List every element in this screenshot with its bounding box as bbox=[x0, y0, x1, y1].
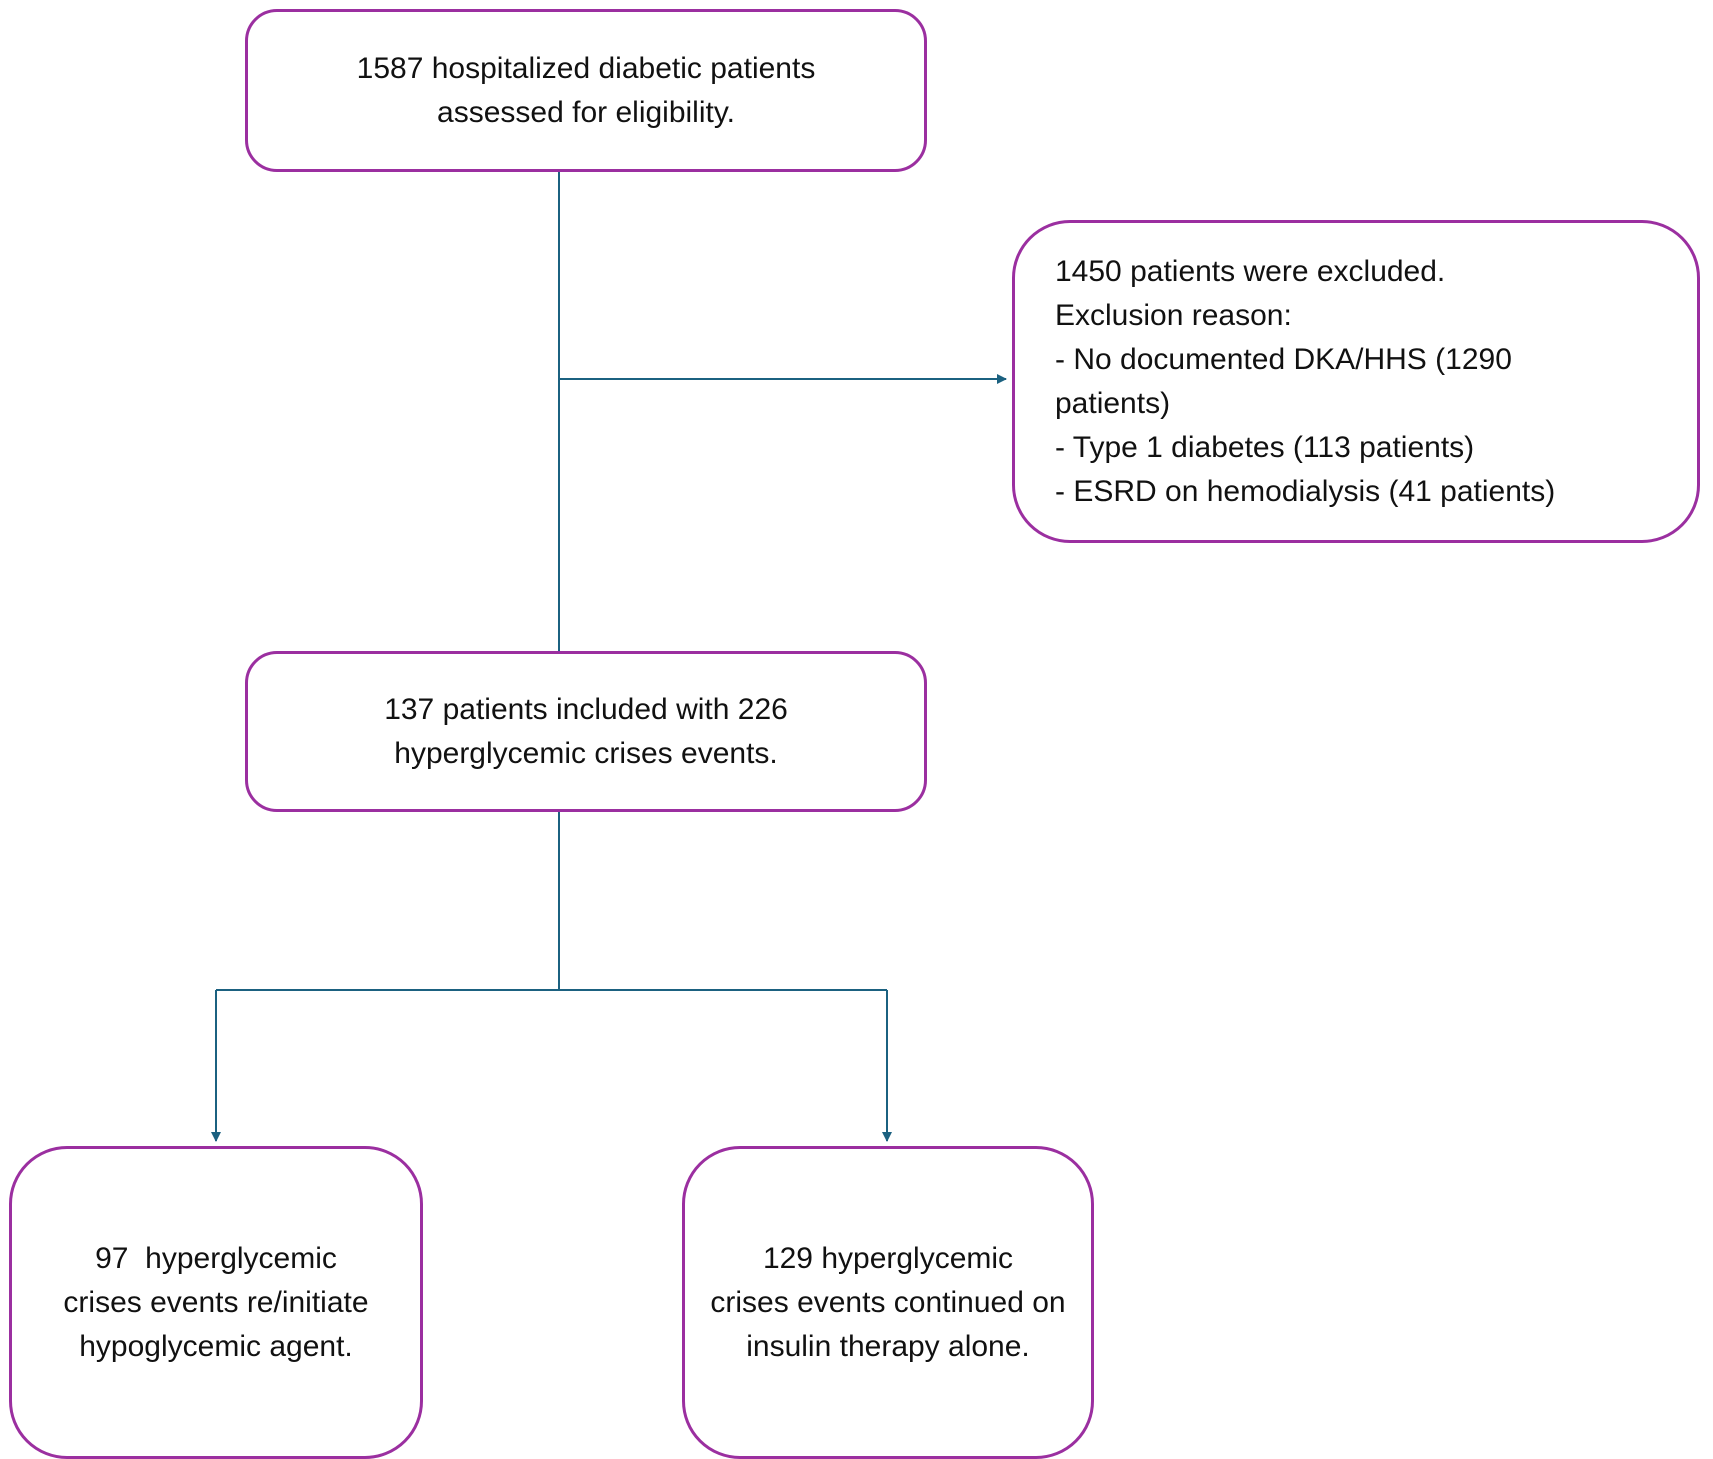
excluded-line-1: 1450 patients were excluded. bbox=[1055, 254, 1446, 288]
assessed-box: 1587 hospitalized diabetic patients asse… bbox=[245, 9, 927, 172]
included-line-2: hyperglycemic crises events. bbox=[394, 736, 778, 770]
insulin-line-3: insulin therapy alone. bbox=[746, 1329, 1030, 1363]
excluded-line-5: - Type 1 diabetes (113 patients) bbox=[1055, 430, 1475, 464]
reinitiate-line-1: 97 hyperglycemic bbox=[95, 1241, 337, 1275]
assessed-line-2: assessed for eligibility. bbox=[437, 95, 735, 129]
excluded-box: 1450 patients were excluded. Exclusion r… bbox=[1012, 220, 1700, 543]
insulin-line-1: 129 hyperglycemic bbox=[762, 1241, 1014, 1275]
assessed-line-1: 1587 hospitalized diabetic patients bbox=[356, 51, 816, 85]
included-line-1: 137 patients included with 226 bbox=[384, 692, 788, 726]
insulin-line-2: crises events continued on bbox=[710, 1285, 1066, 1319]
included-box: 137 patients included with 226 hyperglyc… bbox=[245, 651, 927, 812]
reinitiate-line-3: hypoglycemic agent. bbox=[79, 1329, 353, 1363]
reinitiate-line-2: crises events re/initiate bbox=[63, 1285, 369, 1319]
insulin-box: 129 hyperglycemic crises events continue… bbox=[682, 1146, 1094, 1459]
excluded-line-4: patients) bbox=[1055, 386, 1171, 420]
reinitiate-box: 97 hyperglycemic crises events re/initia… bbox=[9, 1146, 423, 1459]
excluded-line-3: - No documented DKA/HHS (1290 bbox=[1055, 342, 1512, 376]
excluded-line-6: - ESRD on hemodialysis (41 patients) bbox=[1055, 474, 1556, 508]
excluded-line-2: Exclusion reason: bbox=[1055, 298, 1292, 332]
